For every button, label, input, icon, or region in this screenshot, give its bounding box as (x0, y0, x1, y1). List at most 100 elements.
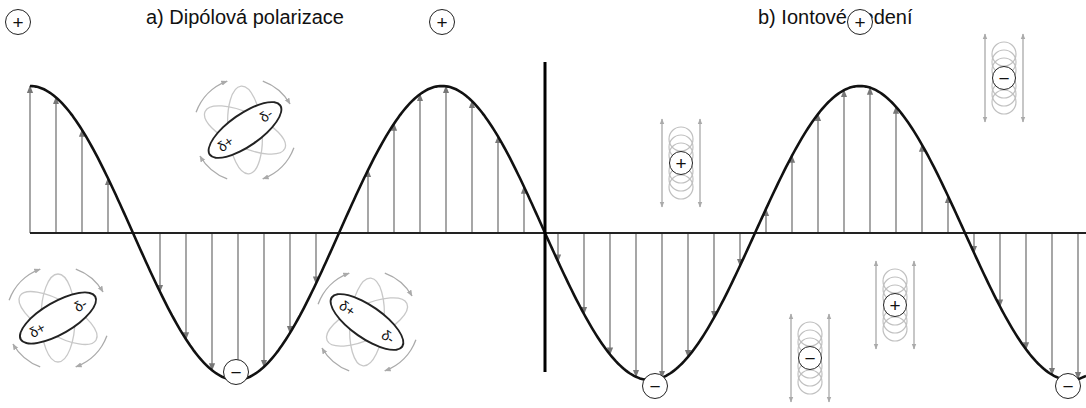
motion-arrow (913, 261, 914, 349)
field-arrow (791, 156, 792, 233)
ion-circle: − (798, 346, 822, 370)
charge-circle: + (847, 9, 873, 35)
field-arrow (289, 233, 290, 333)
field-arrow (583, 233, 584, 314)
rotation-arrow (385, 273, 412, 296)
field-arrow (523, 187, 524, 233)
ion-motion (791, 314, 829, 402)
field-arrow (713, 233, 714, 318)
ion-circle: + (669, 151, 693, 175)
field-arrow (263, 233, 264, 367)
ion-motion (985, 34, 1023, 122)
ion-motion (662, 119, 700, 207)
field-arrow (185, 233, 186, 339)
partial-charge: δ- (71, 295, 90, 315)
charge-sign: + (675, 154, 686, 173)
field-arrow (869, 88, 870, 233)
sine-wave (544, 86, 1086, 380)
partial-charge: δ- (256, 105, 275, 125)
field-arrow (367, 170, 368, 233)
field-arrow (947, 196, 948, 233)
dipole-ellipse: δ+ δ- (199, 91, 291, 169)
charge-sign: − (649, 377, 660, 396)
panel-divider (544, 62, 547, 372)
rotation-arrow (200, 156, 227, 179)
dipole-orbit (9, 269, 107, 367)
rotation-arrow (9, 269, 40, 300)
field-arrow (1051, 233, 1052, 375)
charge-sign: + (854, 13, 865, 32)
charge-circle: + (429, 9, 455, 35)
field-arrow (635, 233, 636, 377)
motion-arrow (699, 119, 700, 207)
partial-charge: δ- (378, 327, 397, 347)
motion-arrow (790, 314, 791, 402)
charge-sign: − (804, 349, 815, 368)
charge-sign: + (12, 13, 23, 32)
field-arrow (55, 97, 56, 233)
charge-circle: − (1055, 373, 1081, 399)
motion-arrow (1022, 34, 1023, 122)
field-arrow (999, 233, 1000, 307)
dipole-ellipse: δ+ δ- (321, 283, 413, 361)
field-arrow (921, 145, 922, 233)
ion-circle: + (883, 293, 907, 317)
rotation-arrow (76, 336, 107, 367)
sine-wave (30, 86, 546, 380)
ion-motion (876, 261, 914, 349)
field-arrow (661, 233, 662, 378)
partial-charge: δ+ (26, 319, 48, 341)
field-arrow (557, 233, 558, 261)
rotation-arrow (196, 81, 227, 112)
motion-arrow (661, 119, 662, 207)
ion-ghost (669, 175, 693, 199)
rotation-arrow (13, 344, 40, 367)
field-arrow (445, 86, 446, 233)
charge-sign: − (230, 363, 241, 382)
partial-charge: δ+ (214, 133, 236, 155)
field-arrow (843, 90, 844, 233)
rotation-arrow (322, 348, 349, 371)
field-arrow (895, 107, 896, 233)
field-arrow (107, 178, 108, 233)
ion-ghost (883, 317, 907, 341)
charge-sign: + (889, 296, 900, 315)
field-arrow (739, 233, 740, 266)
partial-charge: δ+ (336, 297, 358, 319)
field-arrow (1025, 233, 1026, 349)
field-arrow (159, 233, 160, 292)
field-arrow (419, 94, 420, 233)
field-arrow (315, 233, 316, 284)
panel-title: a) Dipólová polarizace (146, 6, 344, 29)
field-arrow (393, 124, 394, 233)
field-arrow (471, 101, 472, 233)
charge-circle: − (223, 359, 249, 385)
ion-ghost (992, 90, 1016, 114)
orbit-ellipse (11, 281, 104, 354)
dipole-orbit (318, 273, 416, 371)
charge-circle: + (5, 9, 31, 35)
axis-line (30, 232, 1086, 234)
ion-ghost (798, 370, 822, 394)
field-arrow (237, 233, 238, 380)
ion-circle: − (992, 66, 1016, 90)
field-arrow (1077, 233, 1078, 379)
field-arrow (687, 233, 688, 357)
motion-arrow (875, 261, 876, 349)
charge-sign: + (436, 13, 447, 32)
field-arrow (29, 86, 30, 233)
motion-arrow (984, 34, 985, 122)
charge-circle: − (642, 373, 668, 399)
rotation-arrow (263, 148, 294, 179)
field-arrow (81, 130, 82, 233)
field-arrow (817, 114, 818, 233)
charge-sign: − (1062, 377, 1073, 396)
motion-arrow (828, 314, 829, 402)
field-arrow (211, 233, 212, 370)
dipole-orbit (196, 81, 294, 179)
field-arrow (497, 136, 498, 233)
rotation-arrow (76, 269, 103, 292)
panel-title: b) Iontové vedení (758, 6, 913, 29)
